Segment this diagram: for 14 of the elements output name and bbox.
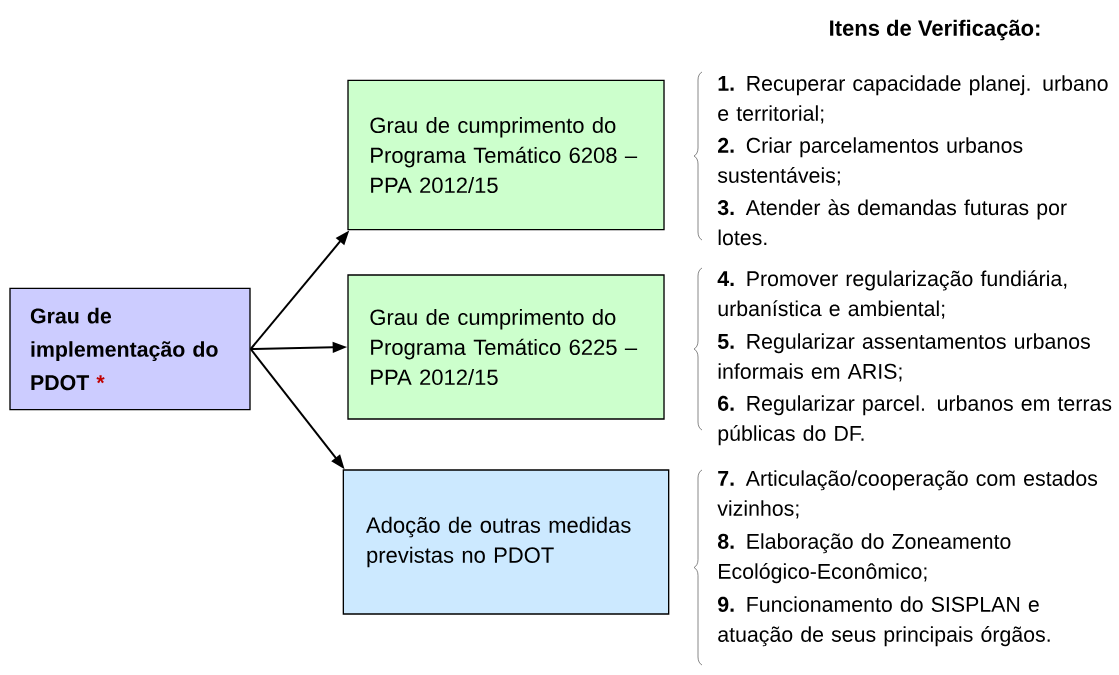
process-box: Adoção de outras medidas previstas no PDOT [342, 469, 670, 615]
item-text: 8. Elaboração do Zoneamento Ecológico-Econômico; [717, 533, 1011, 584]
title-box: Grau de implementação do PDOT * [9, 287, 251, 411]
item-text: 7. Articulação/cooperação com estados vizinhos; [717, 470, 1098, 519]
item-text: 5. Regularizar assentamentos urbanos informais em ARIS; [717, 333, 1090, 382]
process-box: Grau de cumprimento do Programa Temático 6225 – PPA 2012/15 [347, 274, 665, 420]
item-text: 6. Regularizar parcel. urbanos em terras públicas do DF. [718, 395, 1112, 446]
heading: Itens de Verificação: [830, 19, 1040, 41]
item-text: 4. Promover regularização fundiária, urbanística e ambiental; [717, 270, 1067, 319]
item-text: 3. Atender às demandas futuras por lotes. [717, 199, 1067, 246]
item-text: 1. Recuperar capacidade planej. urbano e territorial; [718, 75, 1108, 124]
item-text: 2. Criar parcelamentos urbanos sustentáveis; [717, 137, 1023, 186]
process-box: Grau de cumprimento do Programa Temático 6208 – PPA 2012/15 [347, 79, 665, 231]
item-text: 9. Funcionamento do SISPLAN e atuação de seus principais órgãos. [718, 596, 1050, 647]
